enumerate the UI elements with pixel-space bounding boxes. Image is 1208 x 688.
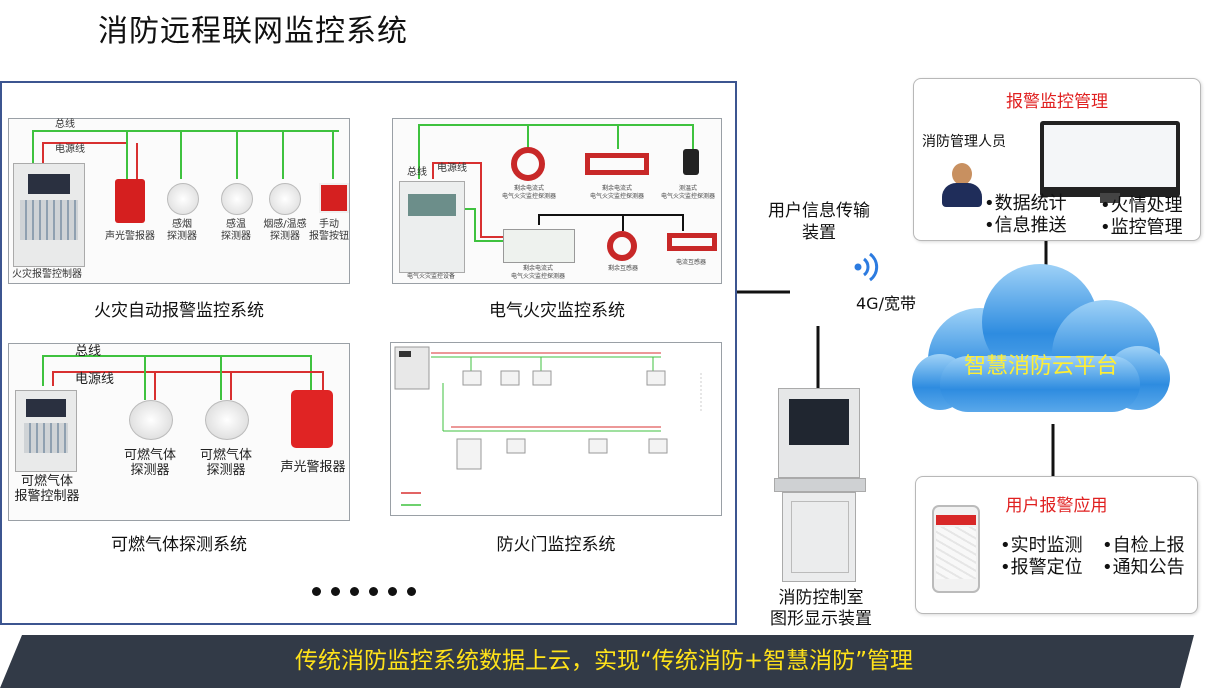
device-label: 烟感/温感 探测器 [263,219,307,242]
wireless-signal-icon [850,252,886,286]
transmission-label: 用户信息传输 装置 [768,201,870,243]
feature-item: •自检上报 [1102,535,1185,556]
residual-transformer-icon [607,231,637,261]
electrical-panel: 总线 电源线 电气火灾监控设备 剩余电流式 电气火灾监控探测器 剩余电流式 电气… [392,118,722,284]
gas-detector-icon [129,400,173,440]
systems-frame [0,81,737,625]
cloud-icon [912,264,1170,412]
host-label: 电气火灾监控设备 [406,273,455,280]
residual-current-detector-icon [511,147,545,181]
fire-alarm-panel: 总线 电源线 火灾报警控制器 声光警报器 感烟 探测器 感温 探测器 烟感/温感… [8,118,350,284]
device-label: 声光警报器 [105,231,155,242]
device-label: 感烟 探测器 [167,219,197,242]
device-label: 可燃气体 探测器 [199,448,252,478]
cloud-platform: 智慧消防云平台 [910,256,1172,434]
banner-text: 传统消防监控系统数据上云，实现“传统消防+智慧消防”管理 [294,648,914,674]
strobe-siren-icon [115,179,145,223]
gas-wiring [42,355,324,400]
power-label: 电源线 [437,163,467,174]
feature-item: •通知公告 [1102,557,1185,578]
device-label: 电流互感器 [675,259,706,266]
current-transformer-icon [667,233,717,251]
manager-avatar-icon [940,163,984,207]
gas-caption: 可燃气体探测系统 [111,535,247,555]
fire-door-caption: 防火门监控系统 [496,535,616,555]
fire-alarm-controller [13,163,85,267]
device-label: 可燃气体 探测器 [123,448,176,478]
device-label: 感温 探测器 [221,219,251,242]
feature-item: •信息推送 [984,215,1067,236]
control-room-label: 消防控制室 图形显示装置 [770,588,872,629]
user-alarm-title: 用户报警应用 [1005,496,1108,516]
controller-label: 可燃气体 报警控制器 [14,474,80,504]
bus-label: 总线 [55,119,75,130]
electrical-wiring [418,124,694,242]
bus-label: 总线 [75,344,102,359]
person-label: 消防管理人员 [922,134,1006,150]
cloud-label: 智慧消防云平台 [963,354,1118,379]
gas-detector-icon [205,400,249,440]
heat-detector-icon [221,183,253,215]
device-label: 剩余互感器 [607,265,638,272]
alarm-monitor-title: 报警监控管理 [1006,92,1108,112]
feature-item: •报警定位 [1000,557,1083,578]
user-alarm-box: 用户报警应用 •实时监测 •自检上报 •报警定位 •通知公告 [915,476,1198,614]
combo-detector-icon [269,183,301,215]
feature-item: •火情处理 [1100,195,1183,216]
smoke-detector-icon [167,183,199,215]
device-label: 剩余电流式 电气火灾监控探测器 [510,265,565,280]
gas-panel: 总线 电源线 可燃气体 报警控制器 可燃气体 探测器 可燃气体 探测器 声光警报… [8,343,350,521]
residual-current-module-icon [503,229,575,263]
device-label: 剩余电流式 电气火灾监控探测器 [501,185,556,200]
bottom-banner: 传统消防监控系统数据上云，实现“传统消防+智慧消防”管理 [0,635,1208,688]
network-label: 4G/宽带 [856,294,916,313]
control-room-terminal [774,388,866,582]
temperature-detector-icon [683,149,699,175]
dashboard-monitor-icon [1040,121,1180,203]
feature-item: •实时监测 [1000,535,1083,556]
controller-label: 火灾报警控制器 [12,269,82,280]
electrical-caption: 电气火灾监控系统 [489,301,625,321]
gas-controller [15,390,77,472]
device-label: 声光警报器 [280,460,346,475]
feature-item: •数据统计 [984,193,1067,214]
fire-alarm-wiring [32,130,339,179]
device-label: 剩余电流式 电气火灾监控探测器 [589,185,644,200]
fire-door-wiring [394,346,702,506]
residual-current-detector-icon [585,153,649,175]
mobile-app-icon [932,505,980,593]
electrical-monitor-host [399,181,465,273]
manual-call-point-icon [319,183,349,213]
strobe-siren-icon [291,390,333,448]
bus-label: 总线 [407,167,427,178]
fire-door-panel [390,342,722,516]
power-label: 电源线 [55,144,85,155]
device-label: 测温式 电气火灾监控探测器 [660,185,715,200]
more-systems-dots [312,581,426,600]
page-title: 消防远程联网监控系统 [98,14,408,49]
feature-item: •监控管理 [1100,217,1183,238]
alarm-monitor-box: 报警监控管理 消防管理人员 •数据统计 •火情处理 •信息推送 •监控管理 [913,78,1201,241]
device-label: 手动 报警按钮 [309,219,349,242]
fire-alarm-caption: 火灾自动报警监控系统 [94,301,264,321]
power-label: 电源线 [75,372,115,387]
